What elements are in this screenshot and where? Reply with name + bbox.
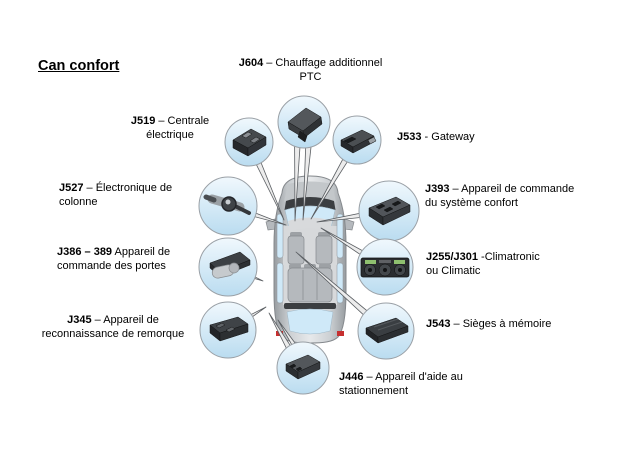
label-j255: J255/J301 -Climatronic ou Climatic <box>426 251 571 278</box>
right-rear-window <box>336 262 344 304</box>
module-code: J386 – 389 <box>57 246 113 258</box>
module-desc: – Électronique de <box>83 182 173 194</box>
memory-seat-module-icon <box>365 317 409 344</box>
label-j446: J446 – Appareil d'aide au stationnement <box>339 371 481 398</box>
module-code: J446 <box>339 371 364 383</box>
ptc-heater-icon <box>287 107 323 143</box>
door-control-module-icon <box>209 251 251 279</box>
left-front-window <box>276 213 284 259</box>
label-j543: J543 – Sièges à mémoire <box>426 318 576 332</box>
module-desc-line2: stationnement <box>339 384 409 397</box>
park-assist-module-icon <box>285 354 321 380</box>
rear-bench <box>287 267 333 303</box>
module-desc-line2: commande des portes <box>57 259 166 272</box>
parcel-shelf <box>284 303 336 309</box>
label-j604: J604 – Chauffage additionnel PTC <box>218 57 403 84</box>
module-desc: Appareil de <box>112 246 171 258</box>
label-j393: J393 – Appareil de commande du système c… <box>425 183 605 210</box>
module-desc-line2: PTC <box>299 70 322 83</box>
label-j386: J386 – 389 Appareil de commande des port… <box>57 246 199 273</box>
device-icons <box>203 107 411 380</box>
left-rear-window <box>276 262 284 304</box>
module-code: J519 <box>130 115 156 127</box>
module-desc: – Appareil de <box>91 314 159 326</box>
module-desc-line2: ou Climatic <box>426 264 481 277</box>
comfort-system-ecu-icon <box>368 196 411 226</box>
car-top-view <box>265 175 355 344</box>
label-j533: J533 - Gateway <box>397 131 517 145</box>
module-desc: - Gateway <box>421 131 475 143</box>
steering-column-switch-icon <box>203 194 251 215</box>
module-code: J393 <box>425 183 450 195</box>
passenger-seat <box>315 235 333 265</box>
module-desc: – Appareil d'aide au <box>363 371 463 383</box>
module-desc-line2: électrique <box>146 128 194 141</box>
module-code: J604 <box>238 57 264 69</box>
label-j345: J345 – Appareil de reconnaissance de rem… <box>22 314 204 341</box>
trailer-recognition-module-icon <box>209 316 249 342</box>
climatronic-panel-icon <box>360 257 410 278</box>
driver-seat <box>287 235 305 265</box>
module-desc: -Climatronic <box>478 251 540 263</box>
module-desc-line2: du système confort <box>425 196 518 209</box>
module-desc-line2: colonne <box>59 195 98 208</box>
label-j527: J527 – Électronique de colonne <box>59 182 201 209</box>
module-code: J255/J301 <box>426 251 478 263</box>
label-j519: J519 – Centrale électrique <box>118 115 222 142</box>
module-desc: – Sièges à mémoire <box>450 318 552 330</box>
module-code: J543 <box>426 318 451 330</box>
page-title: Can confort <box>38 58 120 74</box>
module-desc: – Centrale <box>155 115 210 127</box>
module-code: J527 <box>59 182 84 194</box>
right-front-window <box>336 213 344 259</box>
module-code: J345 <box>67 314 92 326</box>
module-desc: – Chauffage additionnel <box>263 57 383 69</box>
rear-window <box>286 308 334 335</box>
module-code: J533 <box>397 131 422 143</box>
gateway-module-icon <box>340 129 377 154</box>
module-desc-line2: reconnaissance de remorque <box>41 327 185 340</box>
module-desc: – Appareil de commande <box>449 183 575 195</box>
right-taillight <box>337 331 344 336</box>
central-electric-icon <box>232 128 267 157</box>
